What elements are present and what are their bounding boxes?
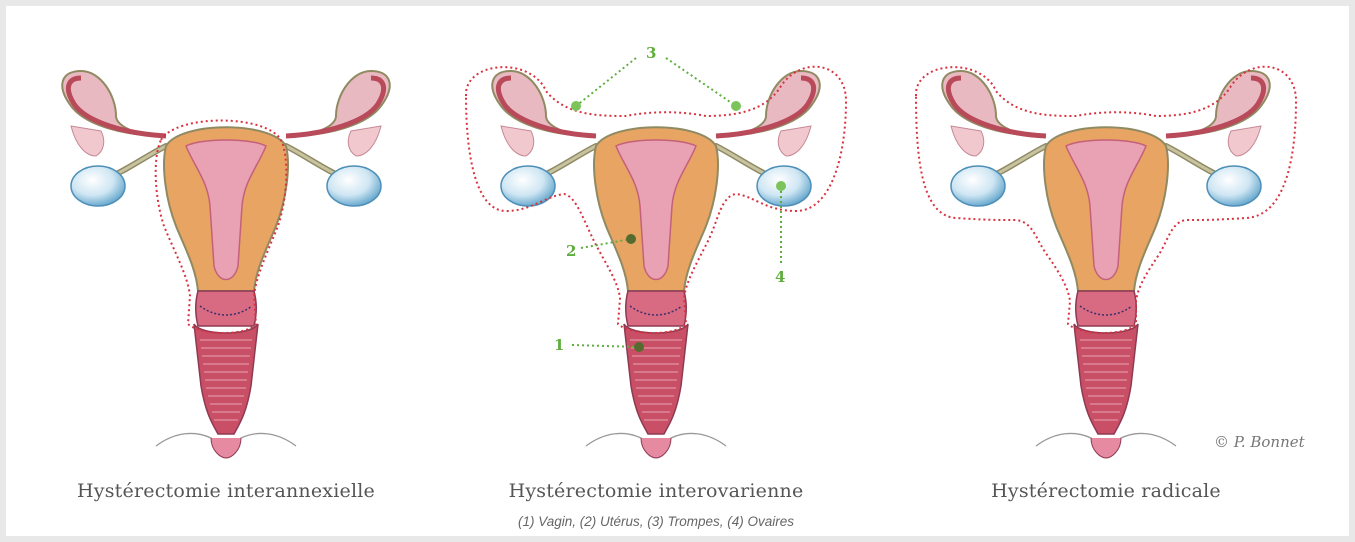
uterus-diagram-interannexielle: [6, 6, 446, 476]
caption-interannexielle: Hystérectomie interannexielle: [6, 480, 446, 502]
marker-2-label: 2: [566, 242, 576, 260]
uterus-diagram-radicale: [886, 6, 1326, 476]
uterus-diagram-interovarienne: 3 2 4 1: [436, 6, 876, 476]
marker-4-label: 4: [775, 268, 785, 286]
legend: (1) Vagin, (2) Utérus, (3) Trompes, (4) …: [436, 514, 876, 529]
panel-interovarienne: 3 2 4 1: [436, 6, 876, 476]
panel-radicale: [886, 6, 1326, 476]
marker-3-label: 3: [646, 44, 656, 62]
caption-interovarienne: Hystérectomie interovarienne: [436, 480, 876, 502]
copyright: © P. Bonnet: [1214, 433, 1305, 451]
figure-card: 3 2 4 1: [6, 6, 1349, 536]
caption-radicale: Hystérectomie radicale: [886, 480, 1326, 502]
marker-1-label: 1: [554, 336, 564, 354]
marker-3: 3: [571, 44, 741, 111]
panel-interannexielle: [6, 6, 446, 476]
